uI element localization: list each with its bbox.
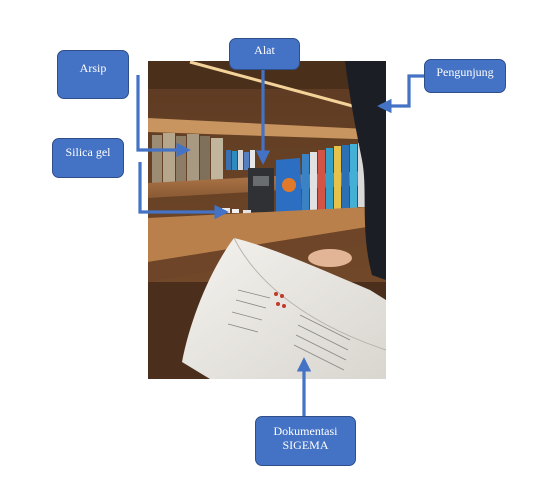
- visitor-figure: [345, 61, 386, 280]
- lower-shelf-board: [148, 206, 386, 262]
- shelf-light-strip: [189, 60, 361, 110]
- device-display: [253, 176, 269, 186]
- upper-shelf-board: [148, 118, 386, 140]
- arrow-silica-gel: [138, 162, 229, 220]
- callout-silica-gel: Silica gel: [52, 138, 124, 178]
- visitor-hand: [308, 249, 352, 267]
- bookend-emblem: [282, 178, 296, 192]
- measuring-device: [248, 168, 274, 212]
- callout-dokumentasi-sigema: Dokumentasi SIGEMA: [255, 416, 356, 466]
- callout-alat: Alat: [229, 38, 300, 70]
- document-fold: [233, 237, 387, 351]
- arrow-arsip: [136, 75, 191, 158]
- archive-folders: [152, 133, 223, 183]
- document-text-lines: [227, 289, 351, 371]
- callout-arrows: [136, 70, 424, 416]
- library-photo: [148, 60, 387, 379]
- callout-arsip: Arsip: [57, 50, 129, 99]
- callout-pengunjung: Pengunjung: [424, 59, 506, 93]
- small-books: [226, 150, 255, 170]
- document-logo-marks: [274, 292, 286, 308]
- arrow-pengunjung: [377, 74, 424, 114]
